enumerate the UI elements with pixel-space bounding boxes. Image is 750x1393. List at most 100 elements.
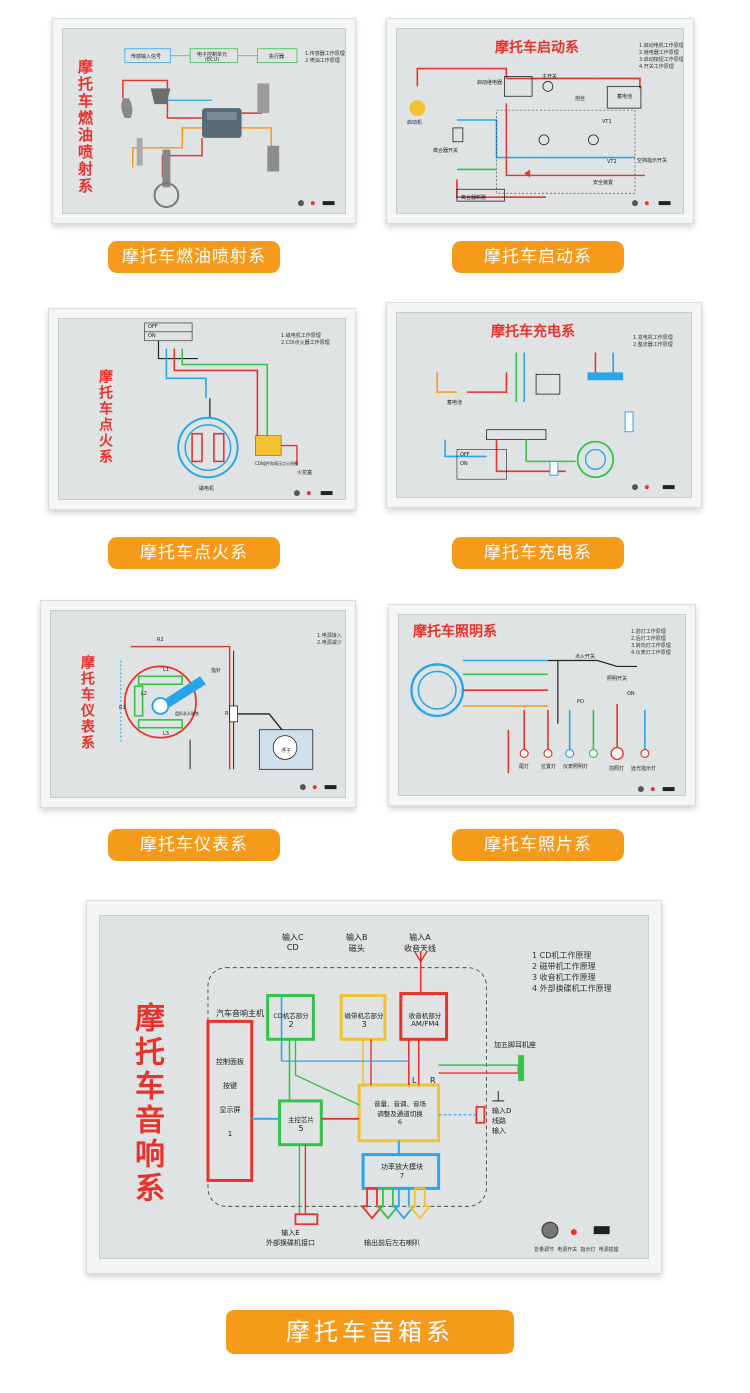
chip-block: 主控芯片 5 <box>284 1114 318 1133</box>
label: 启动继电器 <box>477 80 503 86</box>
board-title: 摩托车充电系 <box>491 324 575 340</box>
caption-ignition: 摩托车点火系 <box>108 537 280 569</box>
label: 盘形永久磁铁 <box>175 711 199 716</box>
note: 1.电源接入 <box>317 633 342 639</box>
caption-meter: 摩托车仪表系 <box>108 829 280 861</box>
label: 蓄电池 <box>617 94 633 100</box>
label-on: ON <box>148 333 156 339</box>
label: L2 <box>141 691 147 697</box>
board-notes: 1.磁电机工作原理 2.CDI点火器工作原理 <box>281 333 330 347</box>
cd-block: CD机芯部分 2 <box>270 1010 312 1029</box>
label: 指示灯 <box>580 1247 596 1253</box>
board-starting: 摩托车启动系 1.启动电机工作原理 2.继电器工作原理 3.启动按钮工作原理 4… <box>386 18 694 224</box>
label: 音量调节 <box>534 1247 555 1253</box>
note: 3.转向灯工作原理 <box>631 643 671 649</box>
label: 安全装置 <box>593 180 614 186</box>
board-charging: 摩托车充电系 1.发电机工作原理 2.整流器工作原理 OFF ON 蓄电池 <box>386 302 702 508</box>
label: 输入E <box>281 1229 300 1237</box>
label: CD机芯部分 <box>273 1012 309 1020</box>
label: AM/FM4 <box>411 1020 439 1028</box>
label: 按键 <box>223 1082 237 1090</box>
label: CD <box>286 943 299 952</box>
label: 输入 <box>492 1127 506 1135</box>
label-off: OFF <box>460 452 470 458</box>
board-title: 摩托车燃油喷射系 <box>76 59 94 195</box>
label: 主开关 <box>542 74 558 80</box>
label: 5 <box>298 1124 304 1133</box>
label: PO <box>577 699 584 705</box>
caption-lighting: 摩托车照片系 <box>452 829 624 861</box>
note: 1.传感器工作原理 <box>305 51 345 57</box>
caption-fuel-injection: 摩托车燃油喷射系 <box>108 241 280 273</box>
label: 主控芯片 <box>288 1116 314 1124</box>
label: 2 <box>288 1020 294 1029</box>
label: 外部换碟机接口 <box>266 1239 315 1247</box>
input-d: 输入D 线路 输入 <box>492 1106 511 1136</box>
board-title: 摩托车点火系 <box>97 369 113 465</box>
label: VT2 <box>607 159 617 165</box>
note: 2.整流器工作原理 <box>633 342 673 348</box>
label: 线路 <box>492 1117 506 1125</box>
note: 4 外部换碟机工作原理 <box>532 984 612 993</box>
charging-diagram <box>436 352 675 491</box>
tape-block: 磁带机芯部分 3 <box>344 1010 384 1029</box>
input-b: 输入B 磁头 <box>346 932 368 954</box>
label: 前照灯 <box>609 766 625 772</box>
label: 位置灯 <box>541 764 557 770</box>
label: 磁头 <box>348 944 365 953</box>
board-ignition: 摩托车点火系 1.磁电机工作原理 2.CDI点火器工作原理 OFF ON CDI… <box>48 308 356 510</box>
label: 离合器断路 <box>461 195 487 201</box>
panel-block: 控制面板 按键 显示屏 1 <box>210 1050 250 1146</box>
label: 1 <box>227 1130 233 1138</box>
label-spark: 火花塞 <box>297 470 313 476</box>
board-notes: 1.前灯工作原理 2.后灯工作原理 3.转向灯工作原理 4.仪表灯工作原理 <box>631 629 671 657</box>
board-starting-panel: 摩托车启动系 1.启动电机工作原理 2.继电器工作原理 3.启动按钮工作原理 4… <box>396 28 684 214</box>
board-lighting-panel: 摩托车照明系 1.前灯工作原理 2.后灯工作原理 3.转向灯工作原理 4.仪表灯… <box>398 614 686 796</box>
label: 远光指示灯 <box>631 766 657 772</box>
board-notes: 1.发电机工作原理 2.整流器工作原理 <box>633 335 673 349</box>
note: 2.后灯工作原理 <box>631 636 666 642</box>
board-title: 摩托车仪表系 <box>79 655 95 751</box>
label-cdi: CDI组件和高压点火线圈 <box>255 461 299 466</box>
note: 2.电源减少 <box>317 640 342 646</box>
fuel-injection-diagram <box>121 48 335 209</box>
label: 离合器开关 <box>433 148 459 154</box>
mix-block: 音量、音调、音场 调整及通道切换 6 <box>362 1098 438 1126</box>
note: 2.喷油工作原理 <box>305 58 340 64</box>
label-actuator: 执行器 <box>269 54 285 60</box>
note: 3.启动按钮工作原理 <box>639 57 684 63</box>
label: 6 <box>397 1118 403 1126</box>
output-label: 输出前后左右喇叭 <box>364 1239 420 1247</box>
caption-starting: 摩托车启动系 <box>452 241 624 273</box>
radio-block: 收音机部分 AM/FM4 <box>404 1010 446 1028</box>
label-sensor: 传感输入信号 <box>131 54 162 60</box>
board-notes: 1.电源接入 2.电源减少 <box>317 633 342 647</box>
label: 调整及通道切换 <box>377 1110 423 1118</box>
label: 7 <box>399 1172 405 1180</box>
audio-diagram <box>206 951 610 1239</box>
label: 空挡指示开关 <box>637 158 668 164</box>
note: 3 收音机工作原理 <box>532 973 596 982</box>
label: 功率放大模块 <box>381 1163 423 1171</box>
label: 收音天线 <box>404 944 436 953</box>
label: 启动机 <box>407 120 423 126</box>
amp-block: 功率放大模块 7 <box>366 1162 438 1180</box>
board-audio: 摩托车音响系 1 CD机工作原理 2 磁带机工作原理 3 收音机工作原理 4 外… <box>86 900 662 1274</box>
note: 2.继电器工作原理 <box>639 50 679 56</box>
label: 控制面板 <box>216 1058 244 1066</box>
label-on: ON <box>460 461 468 467</box>
label: 3 <box>361 1020 367 1029</box>
label: 输入D <box>492 1107 512 1115</box>
label: 电源开关 <box>557 1247 578 1253</box>
note: 4.开关工作原理 <box>639 64 674 70</box>
label: 显示屏 <box>219 1106 241 1114</box>
label-battery: 蓄电池 <box>447 400 463 406</box>
label: 熔丝 <box>575 96 586 102</box>
label-magneto: 磁电机 <box>199 486 215 492</box>
board-notes: 1 CD机工作原理 2 磁带机工作原理 3 收音机工作原理 4 外部换碟机工作原… <box>532 950 612 994</box>
input-e: 输入E 外部换碟机接口 <box>266 1228 315 1248</box>
board-title: 摩托车照明系 <box>413 624 497 640</box>
label: R2 <box>157 637 164 643</box>
label: R <box>225 711 229 717</box>
label-ecu-sub: (ECU) <box>205 57 220 63</box>
